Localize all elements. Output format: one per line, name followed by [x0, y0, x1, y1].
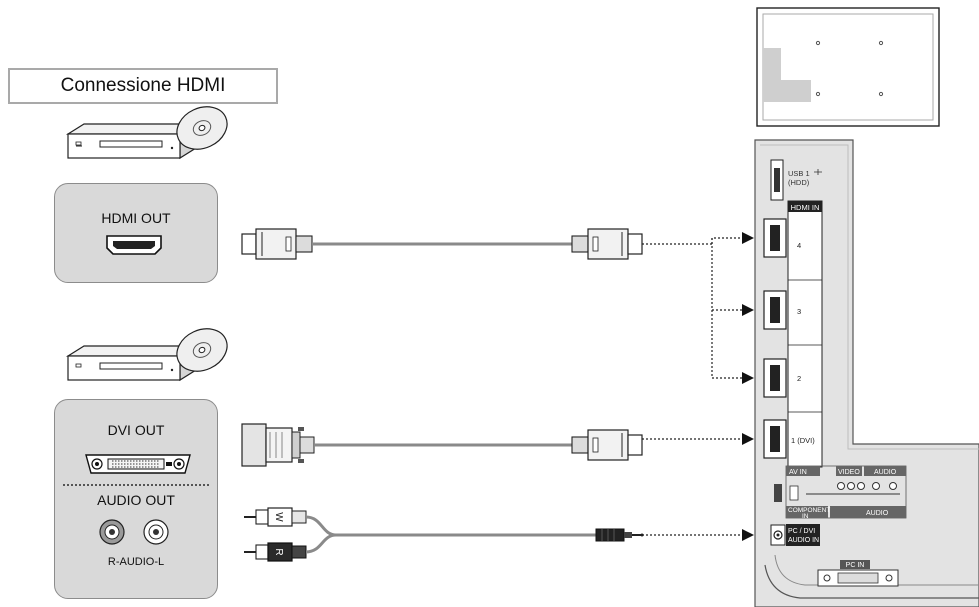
pc-in-label: PC IN [846, 562, 865, 569]
av-in-label: AV IN [789, 469, 807, 476]
video-label: VIDEO [838, 469, 860, 476]
hdmi-port-label-1: 1 (DVI) [791, 436, 815, 445]
hdmi-in-header-bg [788, 201, 822, 212]
usb-port [770, 159, 784, 201]
audio-out-label: AUDIO OUT [97, 492, 175, 508]
dvi-audio-out-panel: DVI OUT AUDIO OUT R-AUDIO-L [54, 399, 218, 599]
pc-dvi-audio-in-port [770, 524, 820, 546]
hdmi-in-3-port [763, 290, 787, 330]
hdmi-cable [241, 228, 643, 260]
hdmi-out-panel: HDMI OUT [54, 183, 218, 283]
dvi-to-hdmi-cable [241, 423, 643, 467]
pc-dvi-label: PC / DVI [788, 528, 815, 535]
component-label: COMPONENT [788, 507, 830, 514]
dvi-port-icon [85, 454, 191, 474]
audio-cable [244, 507, 644, 562]
usb-symbol-icon [814, 169, 822, 175]
hdmi-port-icon [106, 235, 162, 255]
panel-separator [63, 484, 209, 486]
usb-label: USB 1 [788, 169, 810, 178]
connection-guides [642, 237, 742, 536]
component-audio-label: AUDIO [866, 510, 889, 517]
hdmi-in-4-port [763, 218, 787, 258]
audio-label: AUDIO [874, 469, 897, 476]
dvi-out-label: DVI OUT [107, 422, 165, 438]
hdmi-in-block [787, 200, 823, 468]
tv-rear-overview-icon [756, 7, 940, 127]
plug-white-letter: W [273, 512, 284, 522]
bluray-player-icon [65, 106, 228, 160]
hdmi-in-header: HDMI IN [791, 203, 820, 212]
av-component-block [774, 465, 907, 519]
rca-jack-left-icon [143, 519, 169, 545]
hdmi-port-label-2: 2 [797, 374, 801, 383]
rca-jack-right-icon [99, 519, 125, 545]
audio-in-label: AUDIO IN [788, 537, 819, 544]
hdmi-in-1-port [763, 419, 787, 459]
usb-sub-label: (HDD) [788, 178, 810, 187]
hdmi-port-label-4: 4 [797, 241, 801, 250]
section-title-text: Connessione HDMI [60, 75, 226, 96]
port-arrows [742, 232, 754, 541]
section-title: Connessione HDMI [8, 68, 278, 104]
audio-channels-label: R-AUDIO-L [107, 556, 165, 568]
hdmi-port-label-3: 3 [797, 307, 801, 316]
bluray-player-icon-2 [65, 328, 228, 382]
plug-red-letter: R [273, 548, 284, 555]
hdmi-out-label: HDMI OUT [101, 210, 171, 226]
component-in-label: IN [802, 513, 809, 520]
hdmi-in-2-port [763, 358, 787, 398]
pc-in-port [817, 560, 899, 587]
